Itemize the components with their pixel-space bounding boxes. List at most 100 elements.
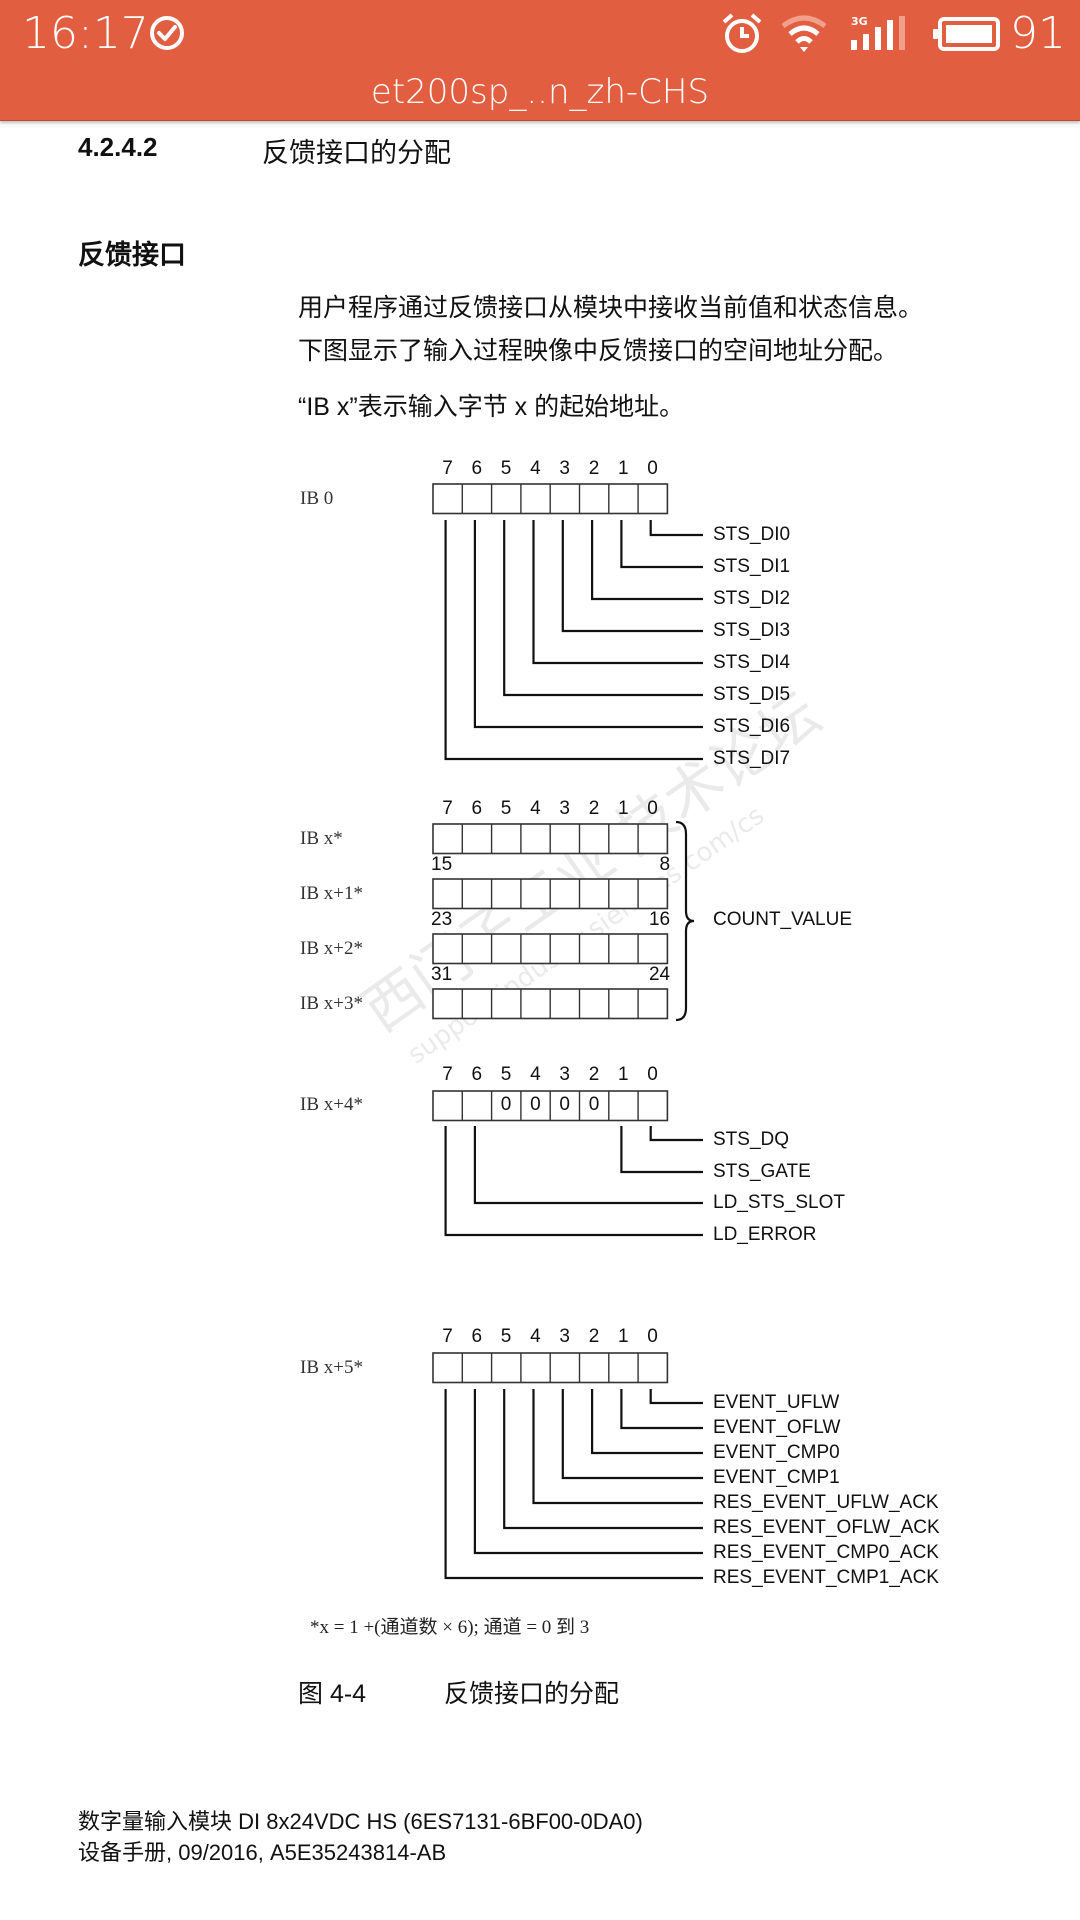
signal-label-event_oflw: EVENT_OFLW (713, 1417, 841, 1438)
ibx-bit-header: 3 (559, 798, 570, 819)
count-value-brace (675, 820, 695, 1022)
section-title: 反馈接口的分配 (262, 138, 451, 168)
battery-percent: 91 (1010, 8, 1066, 59)
battery-icon (933, 17, 1000, 51)
ib0-leader-line (561, 520, 703, 633)
ib0-leader-line (590, 520, 703, 601)
count-bit-range-low: 16 (648, 909, 671, 930)
ibx4-cell-value: 0 (588, 1094, 600, 1115)
cell-signal-icon: 3G (851, 15, 905, 50)
ibx5-label: IB x+5* (300, 1357, 363, 1378)
ibx5-bit-header: 2 (588, 1326, 600, 1347)
ib0-bit-header: 4 (530, 458, 541, 479)
ibx5-leader-line (590, 1389, 703, 1455)
figure-title: 反馈接口的分配 (444, 1680, 620, 1708)
ibx-bit-header: 1 (618, 798, 629, 819)
section-number: 4.2.4.2 (78, 132, 158, 162)
wifi-icon (781, 15, 827, 52)
count-row-3-byte (432, 988, 669, 1020)
ibx-bit-header: 7 (442, 798, 453, 819)
ibx4-cell-value: 0 (530, 1094, 541, 1115)
count-row-0-byte (432, 823, 669, 855)
signal-label-res_event_cmp0_ack: RES_EVENT_CMP0_ACK (713, 1542, 939, 1563)
ibx4-bit-header: 1 (618, 1064, 629, 1085)
figure-number: 图 4-4 (298, 1680, 367, 1708)
ibx2-label: IB x+2* (300, 938, 363, 959)
ib0-bit-header: 1 (618, 458, 629, 479)
ib0-label: IB 0 (300, 488, 334, 509)
figure-footnote: *x = 1 +(通道数 × 6); 通道 = 0 到 3 (310, 1617, 590, 1638)
watermark: 西门子工业 技术论坛 support.industry.siemens.com/… (351, 679, 833, 1071)
ibx5-byte (432, 1352, 669, 1384)
alarm-clock-icon (722, 13, 762, 53)
ibx5-leader-line (561, 1389, 703, 1480)
ibx4-bit-header: 2 (588, 1064, 600, 1085)
signal-label-ld_error: LD_ERROR (713, 1224, 817, 1245)
ibx4-bit-header: 3 (559, 1064, 570, 1085)
footer-manual: 设备手册, 09/2016, A5E35243814-AB (78, 1840, 447, 1865)
ibx5-leader-line (503, 1389, 703, 1530)
ibx4-cell-value: 0 (559, 1094, 570, 1115)
ibx4-bit-header: 7 (442, 1064, 453, 1085)
ibx5-bit-header: 6 (471, 1326, 483, 1347)
signal-label-sts_di7: STS_DI7 (713, 748, 791, 769)
signal-label-sts_di6: STS_DI6 (713, 716, 791, 737)
ibx4-leader-line (473, 1126, 703, 1205)
ibx1-label: IB x+1* (300, 883, 363, 904)
ib0-bit-header: 5 (500, 458, 512, 479)
signal-label-sts_di0: STS_DI0 (713, 524, 791, 545)
ibx4-bit-header: 4 (530, 1064, 541, 1085)
paragraph-line: 用户程序通过反馈接口从模块中接收当前值和状态信息。 (298, 294, 924, 322)
ibx5-bit-header: 5 (500, 1326, 512, 1347)
signal-label-sts_di4: STS_DI4 (713, 652, 791, 673)
ib0-leader-line (473, 520, 703, 729)
ib0-bit-header: 7 (442, 458, 453, 479)
count-bit-range-high: 31 (431, 964, 453, 985)
count-bit-range-high: 15 (431, 854, 453, 875)
ib0-leader-line (532, 520, 703, 665)
count-bit-range-low: 24 (648, 964, 671, 985)
signal-label-sts_di2: STS_DI2 (713, 588, 791, 609)
count-bit-range-low: 8 (659, 854, 671, 875)
signal-label-event_uflw: EVENT_UFLW (713, 1392, 840, 1413)
app-bar: 16:17 3G 91 et200sp_..n_zh-CHS (0, 0, 1080, 121)
status-time: 16:17 (22, 8, 149, 59)
ibx5-bit-header: 4 (530, 1326, 541, 1347)
ibx4-bit-header: 6 (471, 1064, 483, 1085)
ibx5-leader-line (620, 1389, 703, 1430)
ibx4-bit-header: 5 (500, 1064, 512, 1085)
signal-label-sts_di5: STS_DI5 (713, 684, 791, 705)
ibx5-leader-line (532, 1389, 703, 1505)
ibx3-label: IB x+3* (300, 993, 363, 1014)
ibx5-leader-line (649, 1389, 703, 1405)
check-circle-icon (150, 16, 184, 50)
ibx4-leader-line (649, 1126, 703, 1142)
signal-label-res_event_uflw_ack: RES_EVENT_UFLW_ACK (713, 1492, 939, 1513)
ibx-bit-header: 6 (471, 798, 483, 819)
ibx4-cell-value: 0 (500, 1094, 512, 1115)
count-row-1-byte (432, 878, 669, 910)
ib0-leader-line (649, 520, 703, 537)
signal-label-res_event_oflw_ack: RES_EVENT_OFLW_ACK (713, 1517, 940, 1538)
ibx4-bit-header: 0 (647, 1064, 658, 1085)
signal-label-res_event_cmp1_ack: RES_EVENT_CMP1_ACK (713, 1567, 939, 1588)
paragraph-line: “IB x”表示输入字节 x 的起始地址。 (298, 393, 685, 421)
ibx4-leader-line (444, 1126, 703, 1237)
ibx-bit-header: 0 (647, 798, 658, 819)
network-type: 3G (851, 15, 868, 28)
ibx5-bit-header: 0 (647, 1326, 658, 1347)
ibx5-bit-header: 3 (559, 1326, 570, 1347)
signal-label-ld_sts_slot: LD_STS_SLOT (713, 1192, 845, 1213)
signal-label-count-value: COUNT_VALUE (713, 909, 853, 930)
subsection-title: 反馈接口 (78, 240, 186, 270)
count-row-2-byte (432, 933, 669, 965)
ibx-bit-header: 2 (588, 798, 600, 819)
signal-label-sts_di1: STS_DI1 (713, 556, 791, 577)
ibx5-bit-header: 7 (442, 1326, 453, 1347)
footer-product: 数字量输入模块 DI 8x24VDC HS (6ES7131-6BF00-0DA… (78, 1809, 643, 1834)
signal-label-sts_gate: STS_GATE (713, 1161, 811, 1182)
ibx4-leader-line (620, 1126, 703, 1174)
ibx4-label: IB x+4* (300, 1094, 363, 1115)
ibx-bit-header: 4 (530, 798, 541, 819)
watermark-url: support.industry.siemens.com/cs (402, 801, 770, 1071)
